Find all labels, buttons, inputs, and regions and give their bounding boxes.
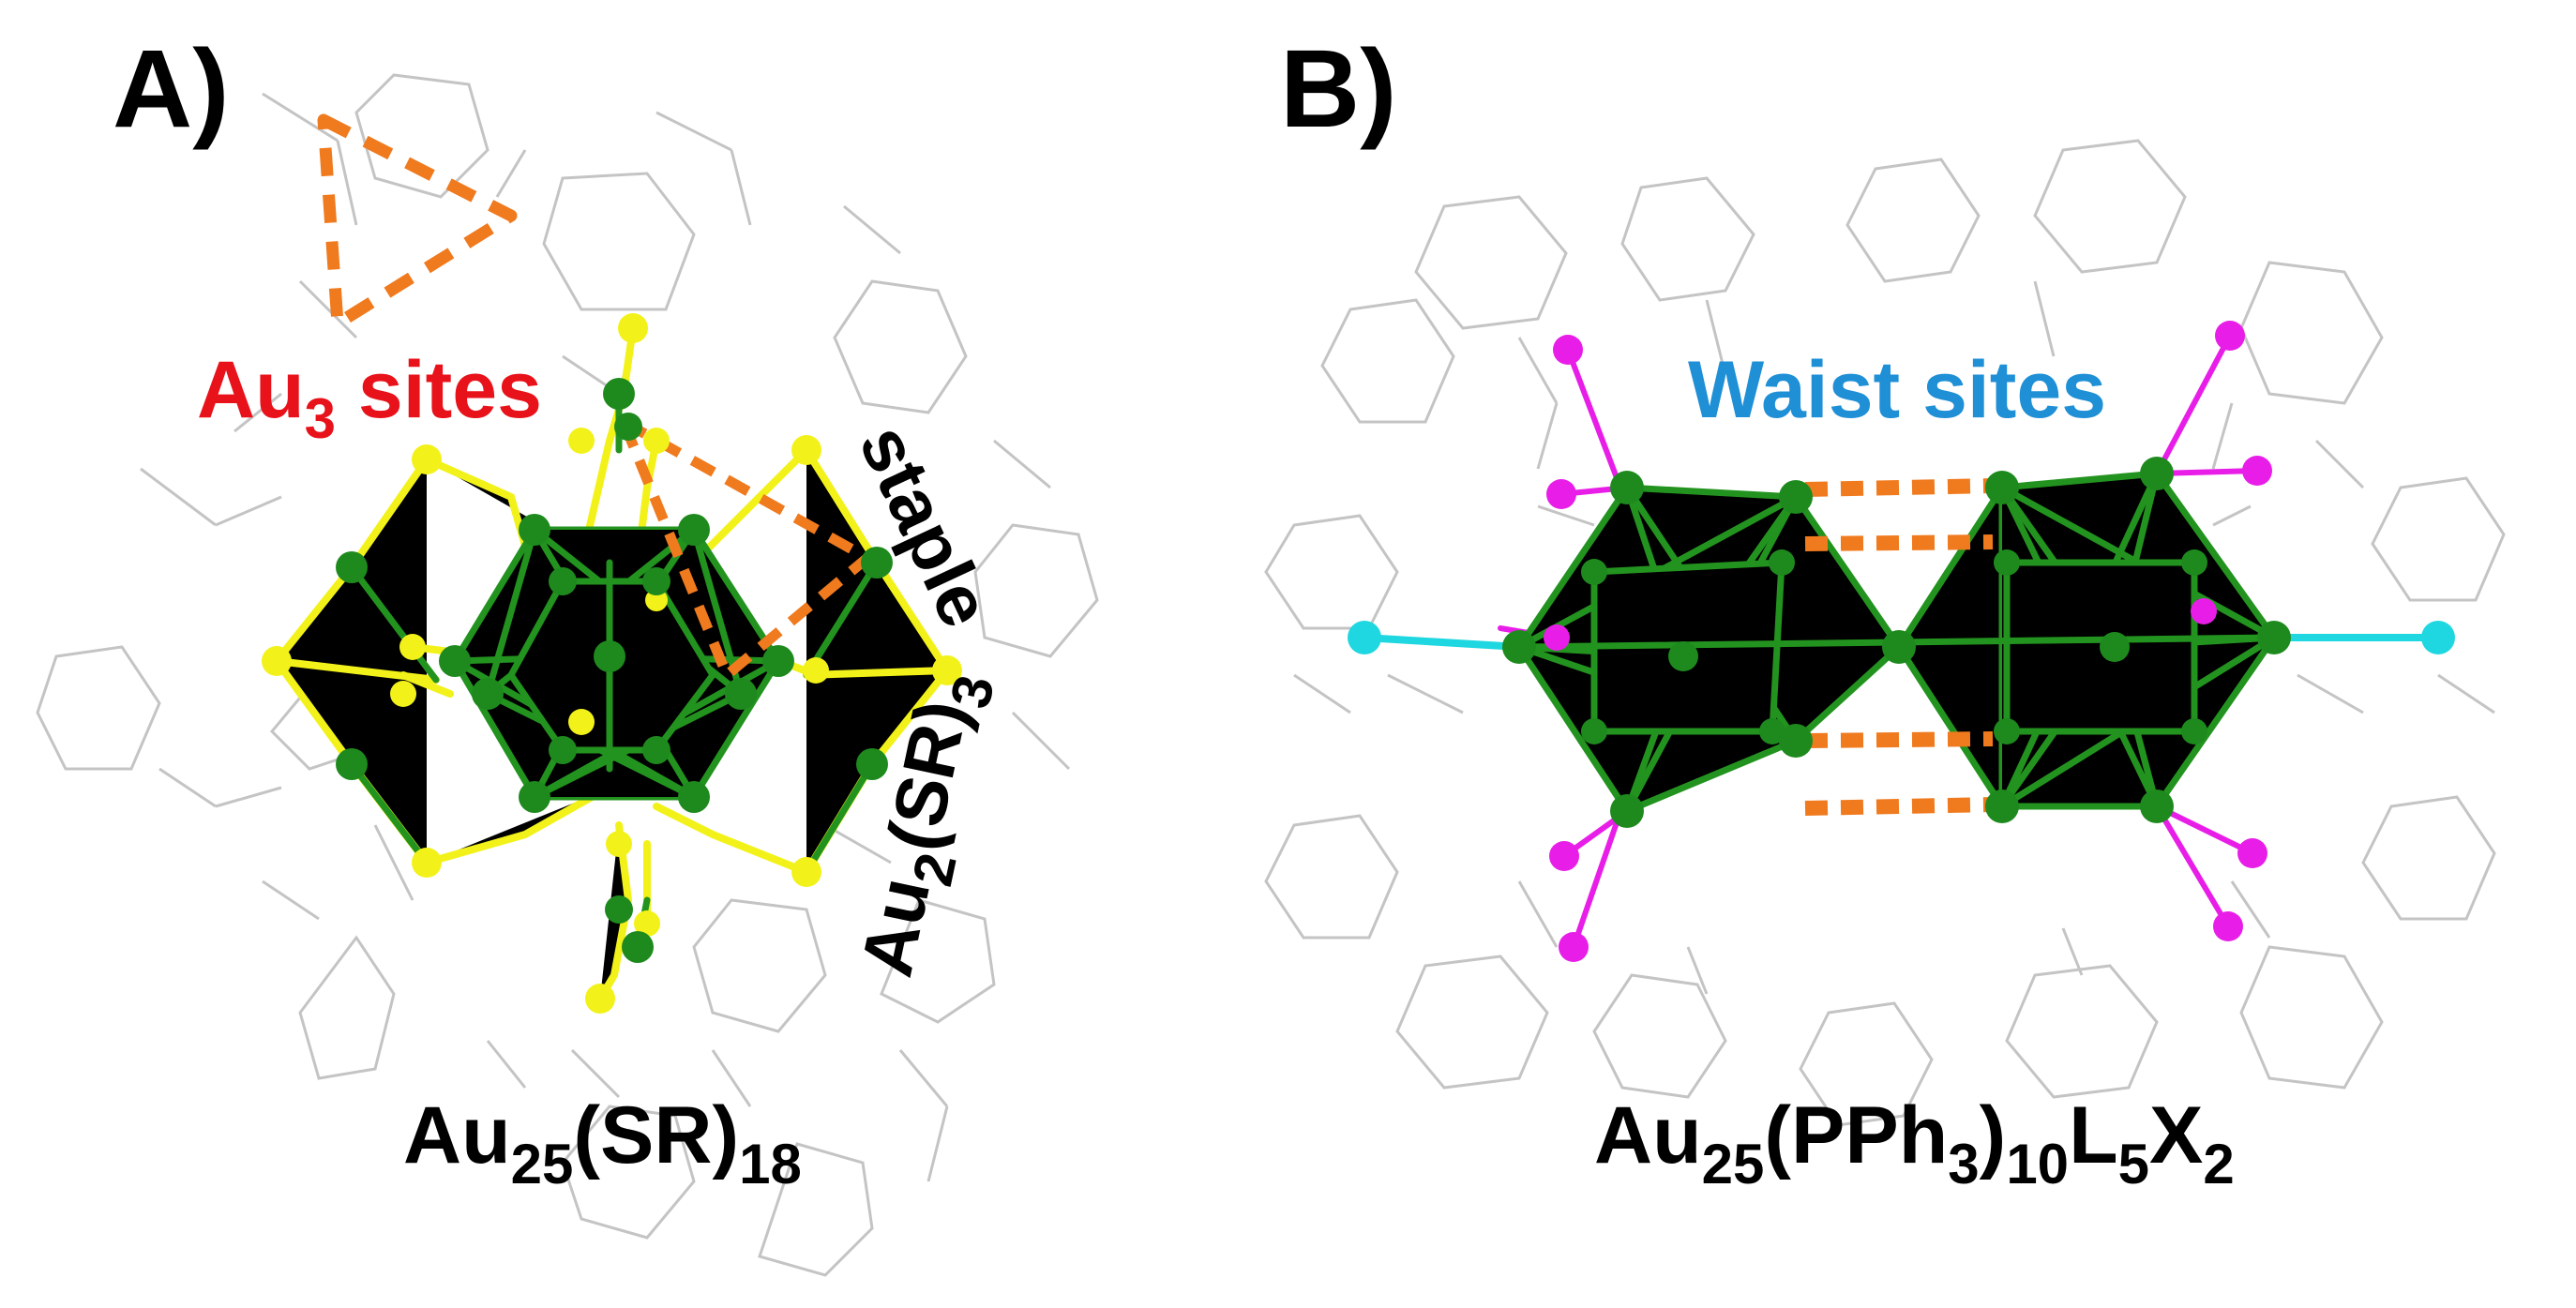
panel-b-halide-atoms [1348,621,2455,654]
panel-b-halide-bonds [1361,634,2442,651]
au3-site-triangle [317,113,518,330]
panel-a: A) Au3 sites staple Au2(SR)3 Au25(SR)18 [36,27,1099,1277]
panel-b-phosphorus-atoms [1544,321,2272,962]
panel-a-gold-atoms [336,378,893,963]
panel-a-sulfur-atoms [262,313,962,1014]
au3-sites-label: Au3 sites [197,345,542,450]
panel-b-gold-atoms [1502,457,2291,828]
staple-highlight-triangle [618,416,873,681]
waist-site-dashes [1804,478,1994,816]
panel-b-label: B) [1280,27,1397,151]
panel-b-ligand-wireframe [1264,139,2506,1127]
panel-b-formula: Au25(PPh3)10L5X2 [1594,1090,2235,1195]
panel-a-formula: Au25(SR)18 [403,1090,802,1195]
waist-sites-label: Waist sites [1688,345,2106,435]
panel-a-label: A) [113,27,230,151]
staple-motif-label: Au2(SR)3 [845,662,1007,986]
panel-b: B) Waist sites Au25(PPh3)10L5X2 [1264,27,2506,1195]
